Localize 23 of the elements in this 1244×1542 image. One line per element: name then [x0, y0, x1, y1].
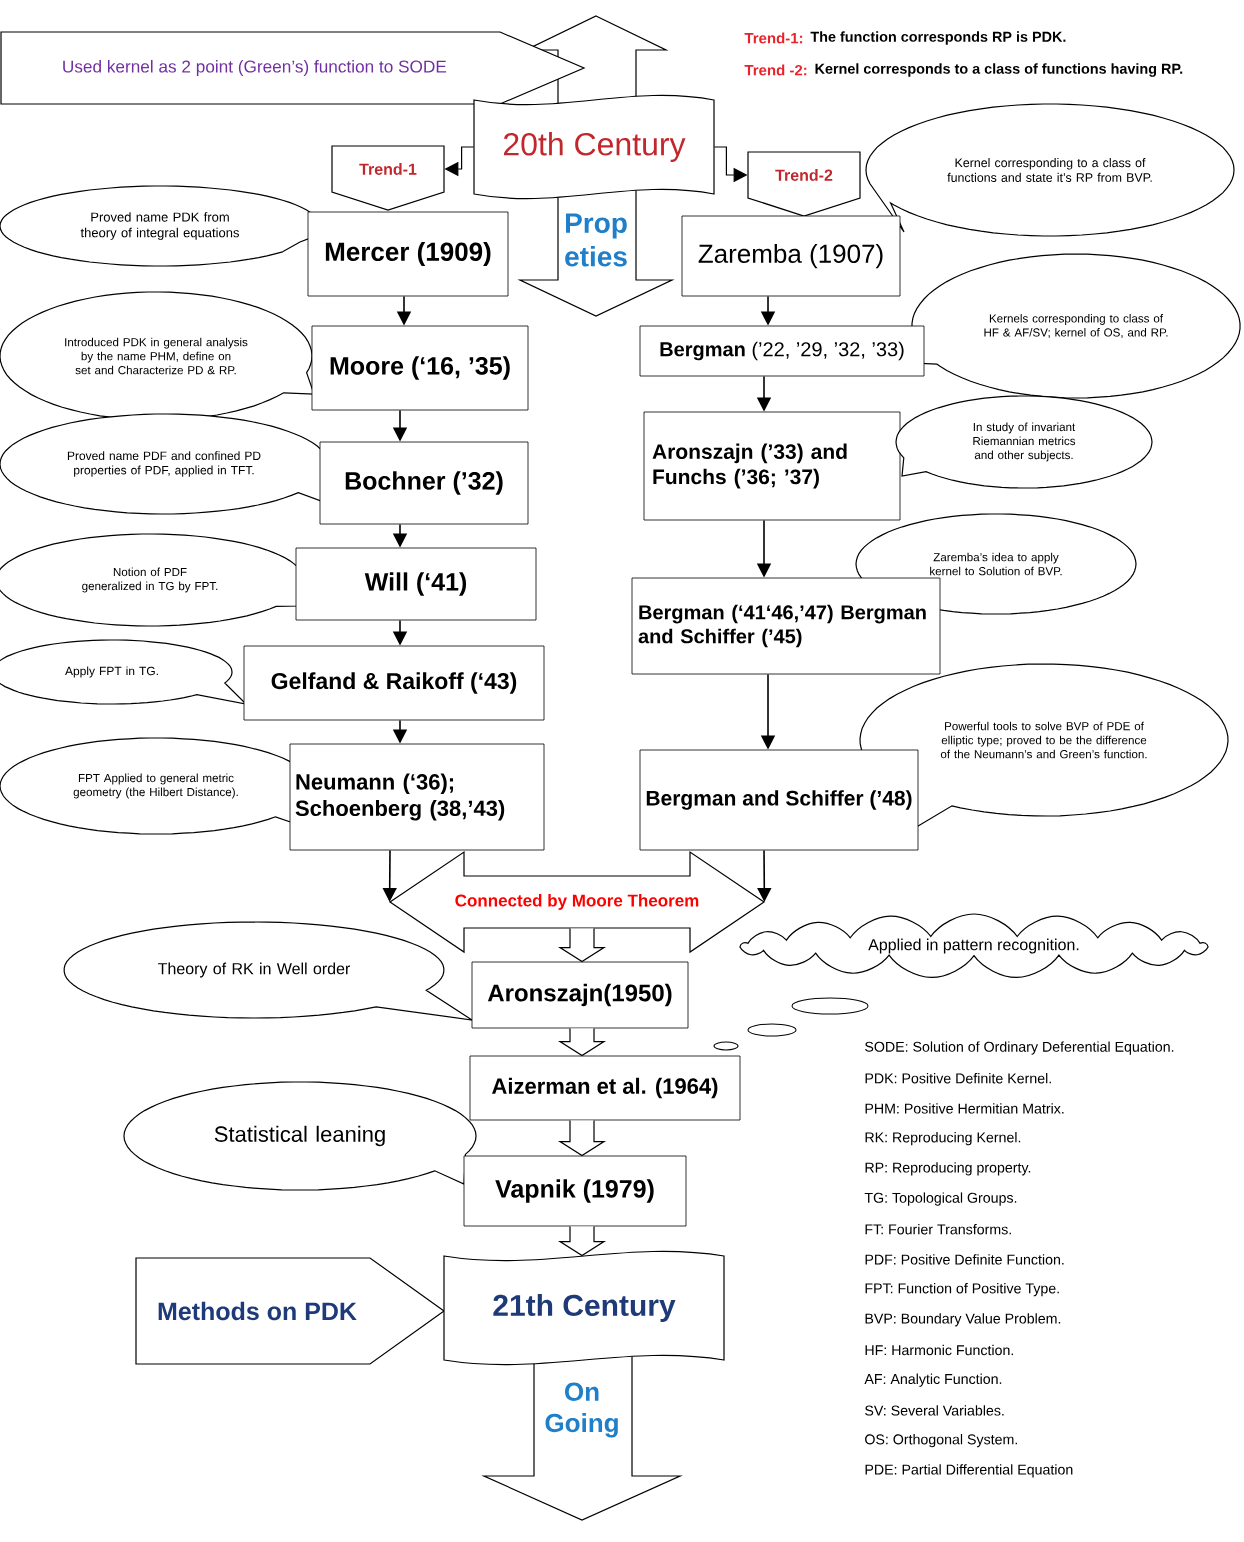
- name-box: Aronszajn(1950): [471, 961, 689, 1029]
- name-box: Bochner (’32): [319, 441, 529, 525]
- pointer-tag: Methods on PDK: [135, 1257, 446, 1365]
- name-box: Aronszajn (’33) and Funchs (’36; ’37): [643, 411, 901, 521]
- block-arrow: [557, 927, 607, 963]
- speech-bubble: Statistical leaning: [123, 1081, 477, 1191]
- trend-tag: Trend-2: [747, 151, 861, 217]
- name-box: Bergman (‘41‘46,’47) Bergman and Schiffer (’45): [631, 577, 941, 675]
- pointer-tag: Used kernel as 2 point (Green’s) function to SODE: [0, 31, 586, 105]
- name-box: Bergman and Schiffer (’48): [639, 749, 919, 851]
- wave-banner: 20th Century: [473, 94, 715, 200]
- wave-banner: 21th Century: [443, 1250, 725, 1366]
- block-arrow: [557, 1119, 607, 1157]
- name-box: Will (‘41): [295, 547, 537, 621]
- name-box: Vapnik (1979): [463, 1155, 687, 1227]
- block-arrow: [557, 1225, 607, 1257]
- trend-tag: Trend-1: [331, 145, 445, 211]
- name-box: Aizerman et al. (1964): [469, 1055, 741, 1121]
- block-arrow: [557, 1027, 607, 1057]
- name-box: Bergman (’22, ’29, ’32, ’33): [639, 325, 925, 377]
- name-box: Moore (‘16, ’35): [311, 325, 529, 411]
- name-box: Neumann (‘36); Schoenberg (38,’43): [289, 743, 545, 851]
- name-box: Gelfand & Raikoff (‘43): [243, 645, 545, 721]
